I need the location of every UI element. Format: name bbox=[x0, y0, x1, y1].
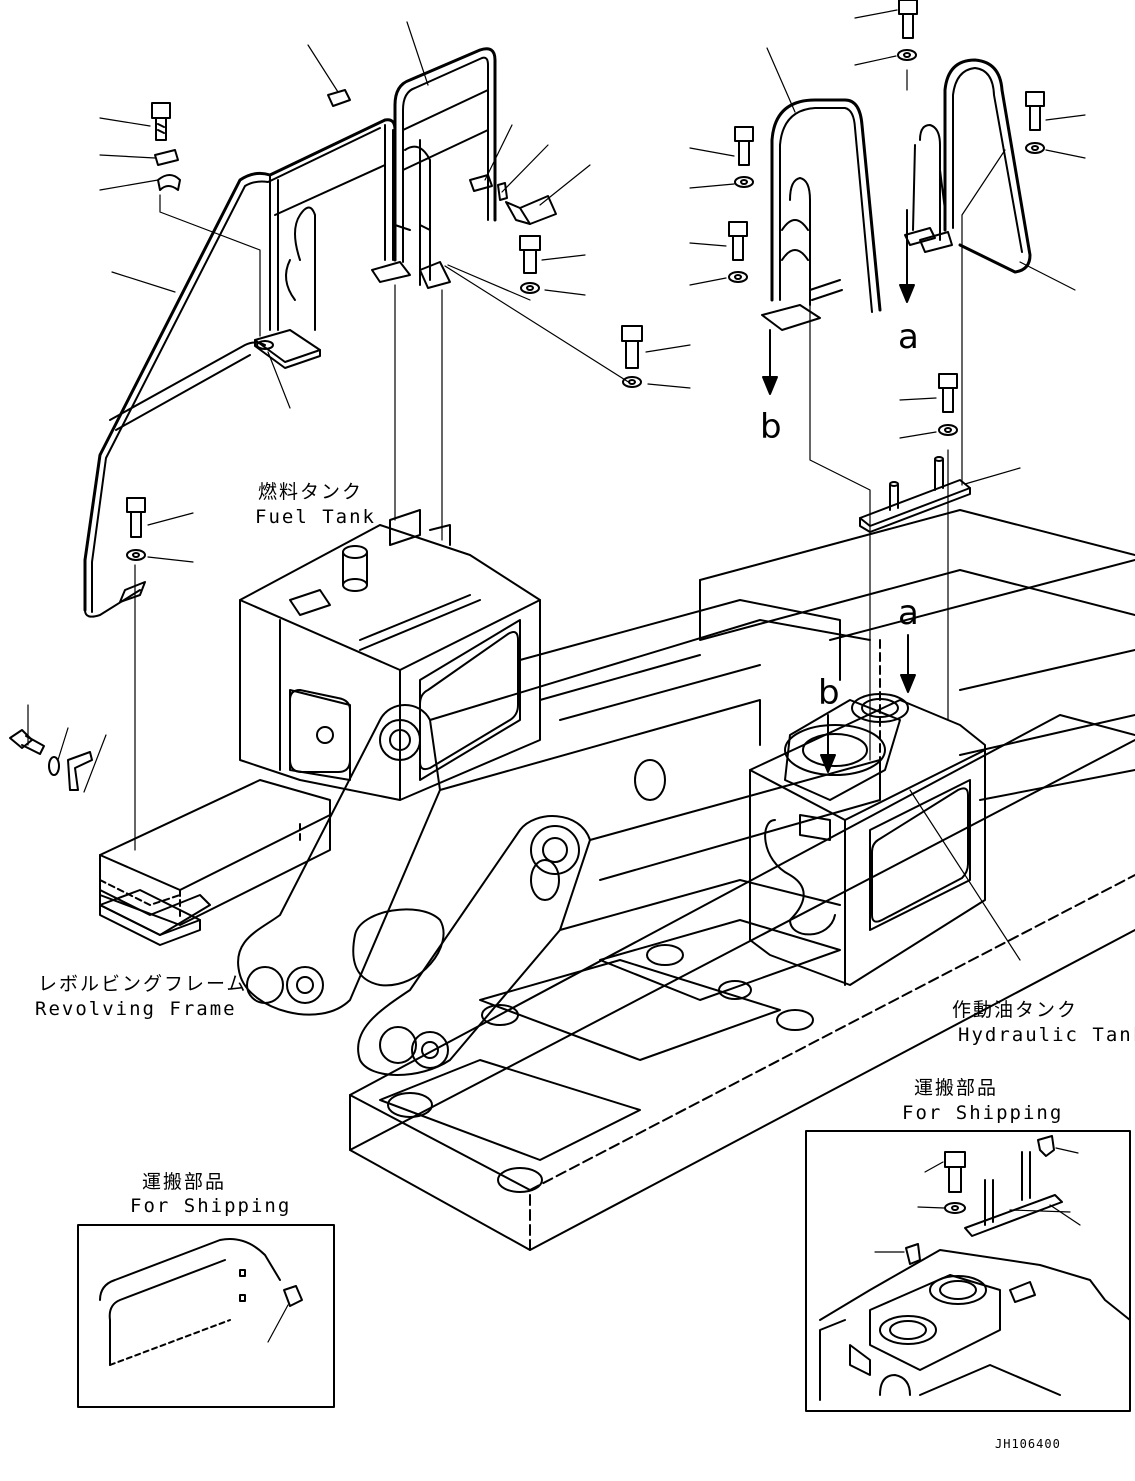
arrows bbox=[762, 209, 916, 773]
shipping-label-left-en: For Shipping bbox=[130, 1195, 292, 1217]
hydraulic-tank bbox=[749, 693, 986, 986]
revolving-frame-label-en: Revolving Frame bbox=[35, 998, 237, 1020]
arrow-label-a-bottom: a bbox=[898, 593, 919, 633]
arrow-label-b-top: b bbox=[760, 407, 782, 447]
hydraulic-tank-label-jp: 作動油タンク bbox=[952, 999, 1079, 1021]
hydraulic-tank-label-en: Hydraulic Tank bbox=[958, 1024, 1135, 1046]
handrail-right-a bbox=[761, 98, 882, 331]
drawing-number: JH106400 bbox=[995, 1437, 1061, 1451]
arrow-label-a-top: a bbox=[898, 317, 919, 357]
handrail-middle bbox=[327, 47, 508, 289]
arrow-label-b-bottom: b bbox=[818, 673, 840, 713]
bracket-plate bbox=[859, 456, 971, 533]
shipping-inset-right bbox=[805, 1130, 1131, 1412]
fuel-tank bbox=[239, 509, 541, 801]
bolts bbox=[9, 0, 1045, 791]
fuel-tank-label-jp: 燃料タンク bbox=[258, 481, 364, 503]
revolving-frame-label-jp: レボルビングフレーム bbox=[38, 973, 248, 995]
shipping-label-right-en: For Shipping bbox=[902, 1102, 1064, 1124]
fuel-tank-label-en: Fuel Tank bbox=[255, 506, 376, 528]
leader-lines bbox=[27, 9, 1086, 961]
shipping-inset-left bbox=[77, 1224, 335, 1408]
shipping-label-right-jp: 運搬部品 bbox=[914, 1077, 999, 1099]
shipping-label-left-jp: 運搬部品 bbox=[142, 1171, 227, 1193]
revolving-frame bbox=[99, 509, 1135, 1251]
handrail-right-b bbox=[904, 58, 1032, 274]
